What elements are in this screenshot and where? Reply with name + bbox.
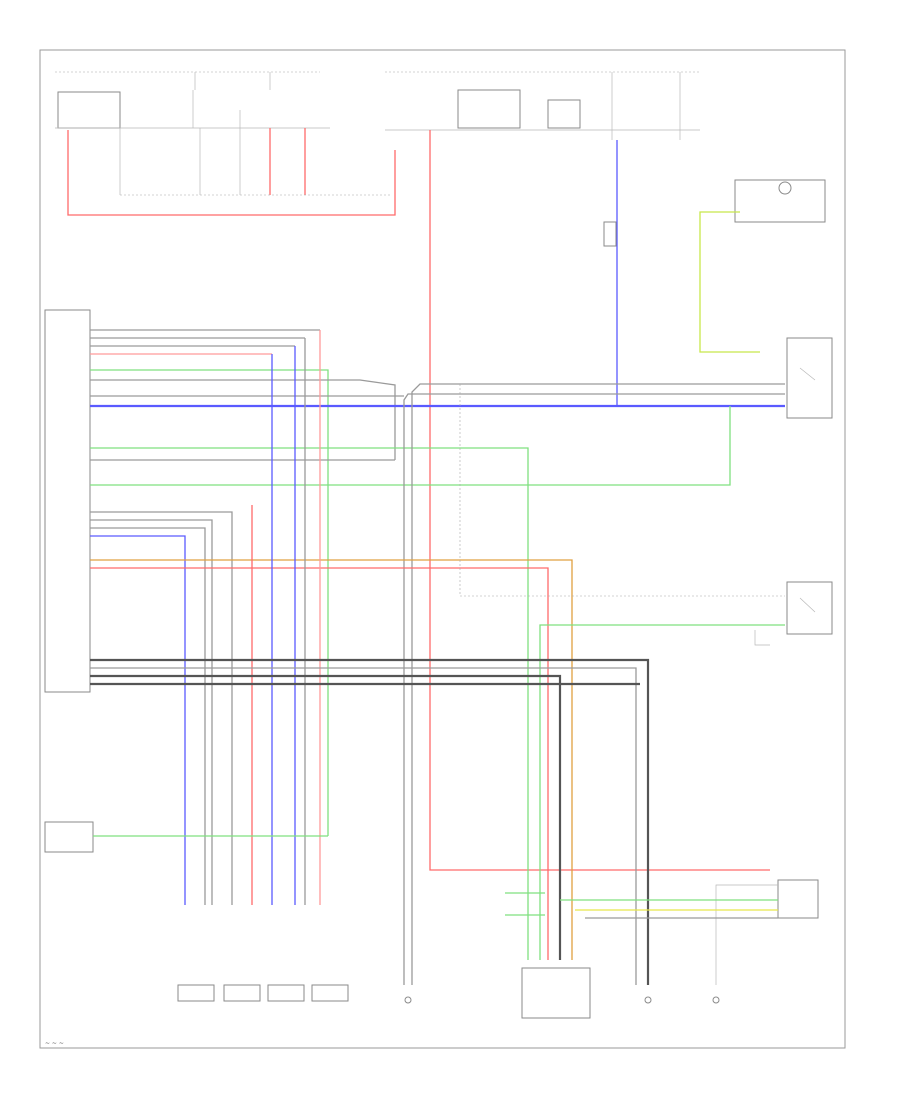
data-link-connector	[521, 967, 591, 1019]
wire-green-switch	[539, 624, 785, 960]
diagram-frame	[39, 49, 846, 1049]
relay-box-center-right	[547, 99, 581, 129]
ground-icon	[644, 996, 652, 1004]
wire-green-2	[90, 447, 529, 960]
wire-red-lower	[90, 567, 549, 960]
wire-gray-4	[90, 379, 396, 460]
wire-black-1	[90, 658, 650, 985]
sensor-connector-4	[311, 984, 349, 1002]
wire-black-2	[90, 674, 562, 960]
switch-upper-contact	[799, 367, 816, 381]
switch-ground-lead	[754, 630, 770, 646]
sensor-box	[44, 821, 94, 853]
meter-motor-icon	[778, 181, 792, 195]
wire-gray-8	[90, 519, 213, 905]
sensor-connector-2	[223, 984, 261, 1002]
wire-gray-right-upper	[411, 383, 785, 985]
diode-box	[603, 221, 617, 247]
ground-icon	[712, 996, 720, 1004]
page-reference: ~ ~ ~	[45, 1040, 64, 1047]
wire-gray-right-bottom	[715, 884, 778, 985]
relay-box-left	[57, 91, 121, 129]
wire-green-3	[90, 406, 731, 486]
right-bottom-connector	[777, 879, 819, 919]
wire-red-long	[429, 130, 770, 871]
switch-box-upper	[786, 337, 833, 419]
sensor-connector-1	[177, 984, 215, 1002]
switch-box-lower	[786, 581, 833, 635]
wire-gray-7	[90, 511, 233, 905]
wire-blue-2	[90, 535, 186, 905]
wire-gray-9	[90, 527, 206, 905]
wire-orange	[90, 559, 573, 960]
wire-dashed-mid	[459, 384, 785, 597]
wire-red-top	[67, 130, 396, 216]
ground-icon	[404, 996, 412, 1004]
wire-gray-10	[90, 667, 637, 985]
switch-lower-contact	[799, 597, 816, 613]
wire-yellow-green	[699, 211, 760, 353]
sensor-connector-3	[267, 984, 305, 1002]
control-unit	[44, 309, 91, 693]
wire-gray-right-mid	[403, 393, 785, 985]
relay-box-center	[457, 89, 521, 129]
wire-green-1	[90, 369, 329, 836]
meter-box	[734, 179, 826, 223]
